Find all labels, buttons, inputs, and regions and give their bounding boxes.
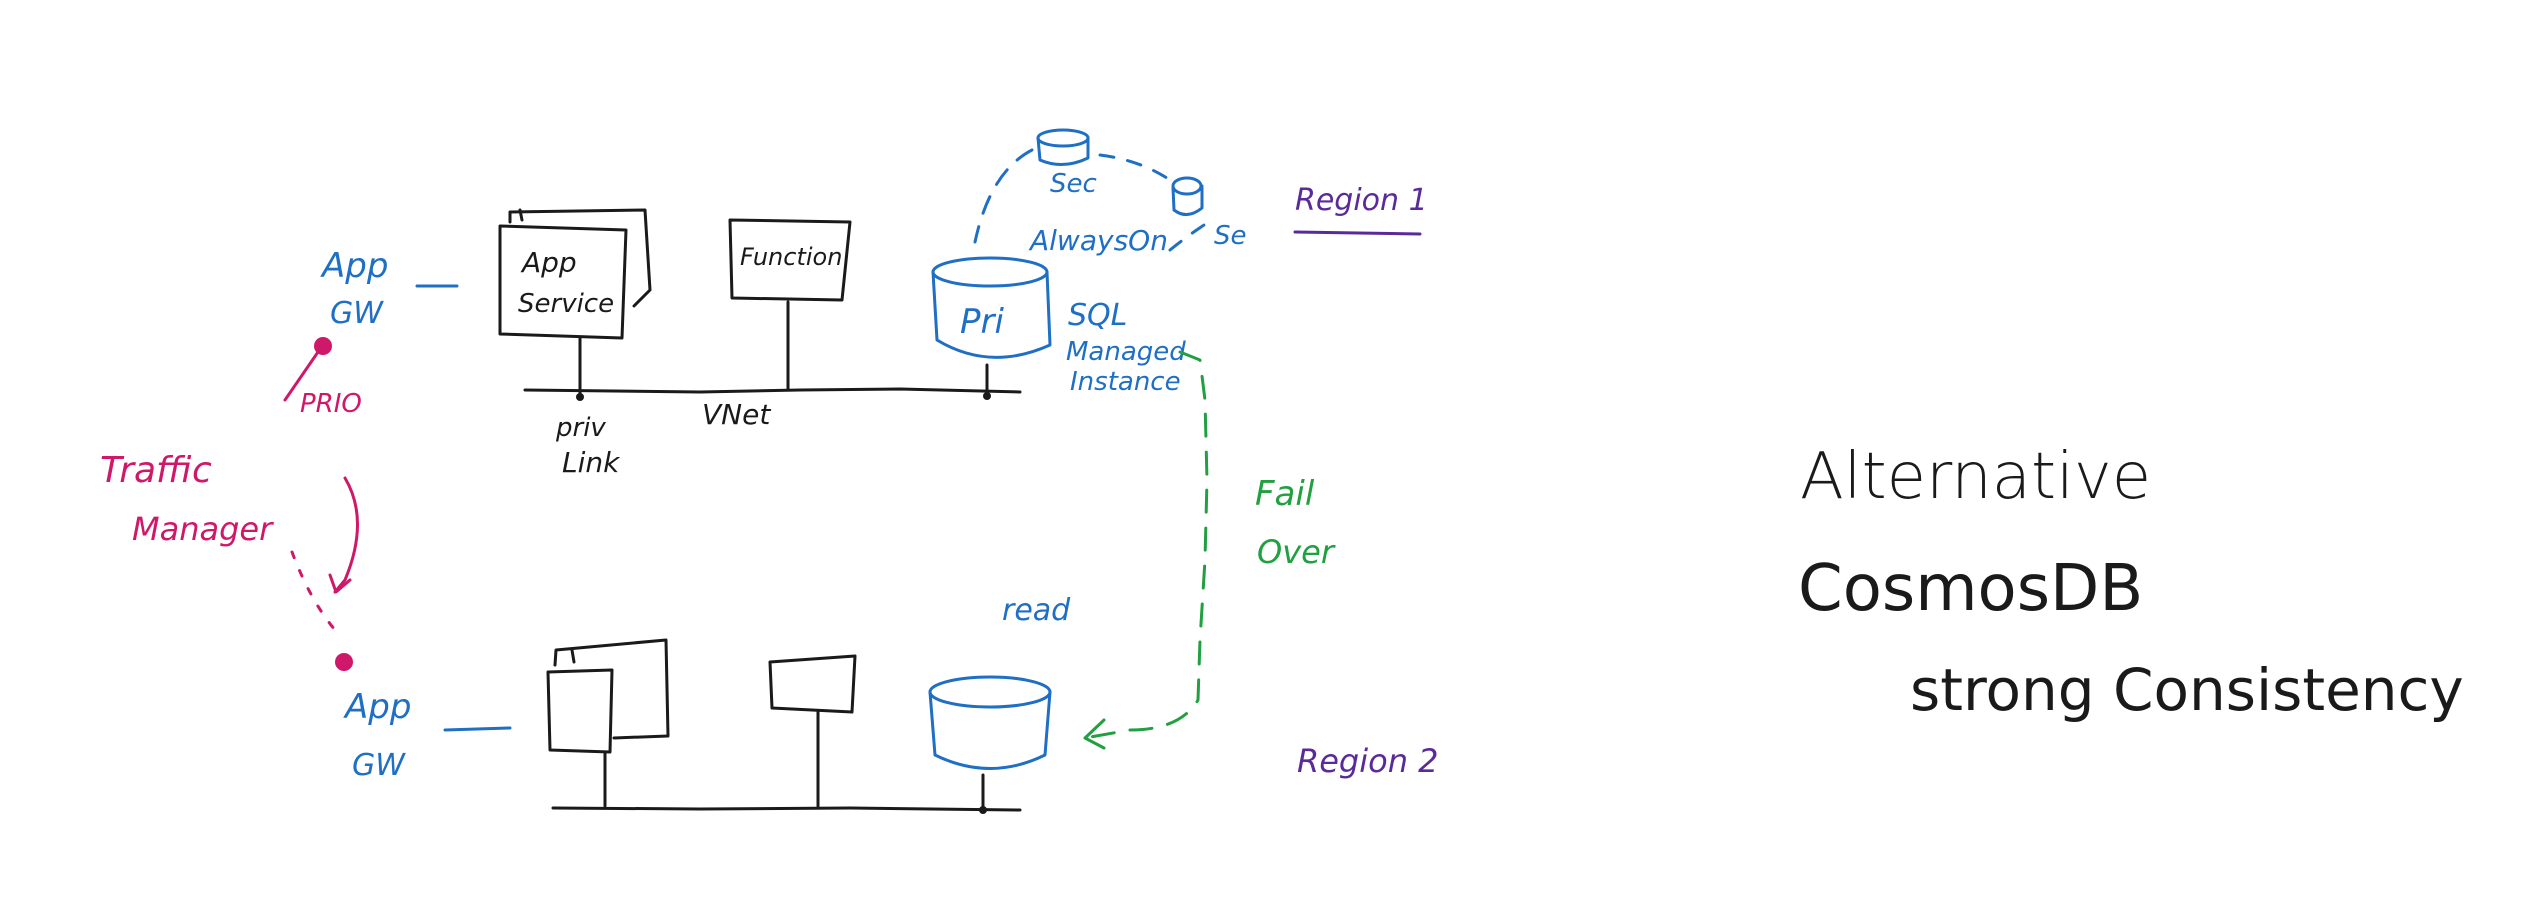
failover-label-1: Fail	[1255, 474, 1315, 514]
region1-app-service-label-2: Service	[518, 289, 614, 319]
region1-app-service-box	[498, 208, 652, 340]
region1-private-link-label-1: priv	[555, 413, 606, 443]
region1-secondary-db-right-icon	[1171, 176, 1204, 216]
secondary-route-line	[333, 476, 359, 594]
region1-app-gw-label-2: GW	[330, 296, 384, 331]
region1-primary-db-label: Pri	[960, 302, 1004, 342]
secondary-route-dashed	[290, 550, 337, 632]
region2-db-icon	[928, 675, 1052, 770]
region2-gw-to-appservice-line	[443, 726, 512, 732]
region2-gw-dot	[335, 653, 353, 671]
alternative-line-1: Alternative	[1800, 440, 2151, 514]
failover-arrow-line	[1083, 350, 1209, 740]
traffic-manager-label-1: Traffic	[100, 450, 212, 491]
region1-primary-db-icon	[931, 256, 1052, 359]
failover-arrowhead	[1083, 718, 1106, 750]
alternative-line-2: CosmosDB	[1798, 552, 2143, 626]
region1-label-underline	[1293, 230, 1422, 236]
prio-label: PRIO	[300, 389, 362, 419]
region2-read-label: read	[1002, 593, 1071, 628]
region1-sql-mi-label-3: Instance	[1070, 367, 1181, 397]
region1-secondary-top-label: Sec	[1050, 169, 1097, 199]
region1-vnet-label: VNet	[702, 398, 771, 431]
traffic-manager-label-2: Manager	[132, 510, 274, 548]
region2-function-box	[768, 654, 857, 714]
region1-vnet-line	[523, 300, 1022, 401]
failover-label-2: Over	[1257, 533, 1336, 571]
region1-sql-mi-label-2: Managed	[1066, 337, 1186, 367]
region1-app-service-label-1: App	[520, 246, 577, 279]
region1-app-gw-label-1: App	[320, 246, 388, 286]
region2-vnet-line	[551, 710, 1022, 814]
region2-label: Region 2	[1297, 742, 1439, 780]
region1-alwayson-label: AlwaysOn	[1028, 224, 1168, 257]
prio-route-line	[283, 350, 320, 402]
region1-secondary-db-top-icon	[1036, 128, 1090, 166]
region1-secondary-right-label: Se	[1214, 221, 1247, 251]
region1-gw-priority-dot	[314, 337, 332, 355]
region2-app-gw-label-1: App	[343, 687, 411, 727]
region1-function-box	[728, 218, 852, 302]
region2-app-gw-label-2: GW	[352, 748, 406, 783]
region1-alwayson-replication-links	[973, 148, 1217, 252]
alternative-line-3: strong Consistency	[1910, 656, 2464, 724]
region1-label: Region 1	[1295, 183, 1428, 218]
region2-app-service-box	[546, 638, 670, 754]
region1-private-link-label-2: Link	[562, 446, 621, 479]
region1-function-label: Function	[740, 243, 842, 271]
secondary-route-arrowhead	[328, 573, 352, 594]
region1-sql-mi-label-1: SQL	[1068, 298, 1127, 333]
